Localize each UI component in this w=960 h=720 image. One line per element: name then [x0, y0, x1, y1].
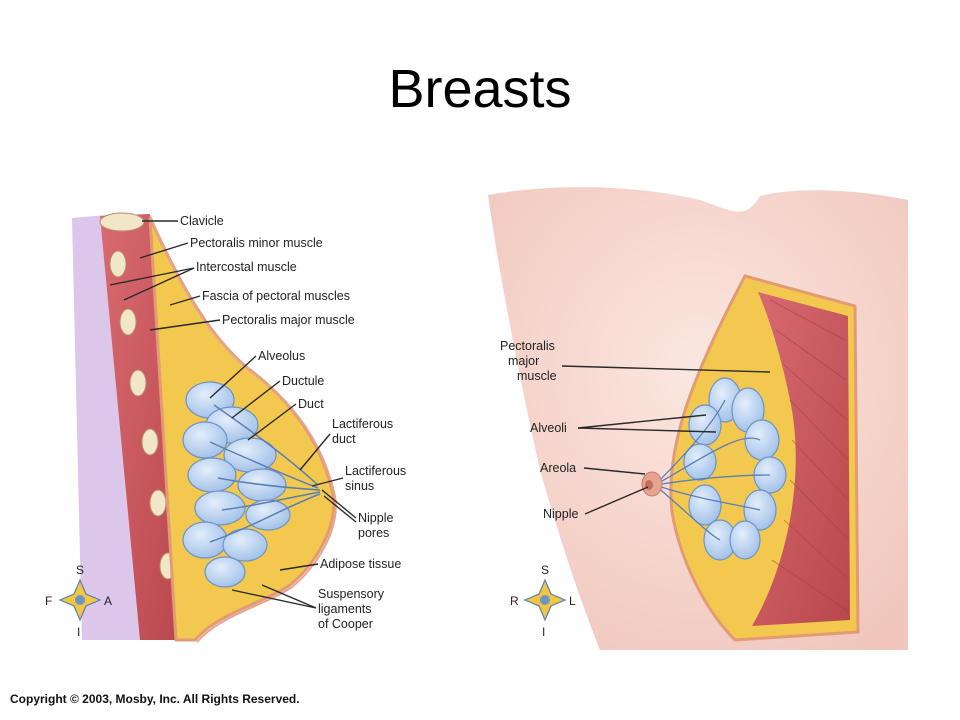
label-adipose: Adipose tissue: [320, 557, 401, 571]
sagittal-section-illustration: [72, 212, 337, 643]
anterior-view-illustration: [488, 187, 908, 651]
anterior-ducts: [654, 399, 771, 541]
sagittal-label-group: Clavicle Pectoralis minor muscle Interco…: [109, 214, 406, 631]
compass-center-icon: [540, 595, 550, 605]
label-alveolus: Alveolus: [258, 349, 305, 363]
compass-left-right: A: [104, 594, 112, 608]
label-pectoralis-major-left: Pectoralis major muscle: [222, 313, 355, 327]
compass-left-left: F: [45, 594, 52, 608]
label-fascia: Fascia of pectoral muscles: [202, 289, 350, 303]
label-pectoralis-major-right-line3: muscle: [517, 369, 557, 383]
clavicle-bone: [99, 212, 145, 232]
muscle-fibers: [769, 299, 850, 613]
label-nipple-pores-line1: Nipple: [358, 511, 393, 525]
label-lactiferous-sinus-line1: Lactiferous: [345, 464, 406, 478]
compass-right-left: R: [510, 594, 519, 608]
skin-outline: [149, 215, 337, 643]
label-intercostal: Intercostal muscle: [196, 260, 297, 274]
label-pectoralis-major-right-line1: Pectoralis: [500, 339, 555, 353]
lactiferous-ducts: [209, 404, 321, 543]
label-lactiferous-sinus-line2: sinus: [345, 479, 374, 493]
pectoralis-major-muscle: [752, 292, 850, 626]
label-suspensory-line3: of Cooper: [318, 617, 373, 631]
label-alveoli: Alveoli: [530, 421, 567, 435]
slide-title: Breasts: [388, 59, 572, 119]
anterior-label-group: Pectoralis major muscle Alveoli Areola N…: [500, 339, 771, 521]
label-nipple: Nipple: [543, 507, 578, 521]
label-areola: Areola: [540, 461, 576, 475]
compass-right: S R L I: [510, 563, 576, 639]
copyright-notice: Copyright © 2003, Mosby, Inc. All Rights…: [10, 692, 300, 706]
label-pectoralis-major-right-line2: major: [508, 354, 539, 368]
label-ductule: Ductule: [282, 374, 324, 388]
compass-right-bottom: I: [542, 625, 545, 639]
compass-left-bottom: I: [77, 625, 80, 639]
label-duct: Duct: [298, 397, 324, 411]
compass-right-top: S: [541, 563, 549, 577]
compass-right-right: L: [569, 594, 576, 608]
compass-center-icon: [75, 595, 85, 605]
label-clavicle: Clavicle: [180, 214, 224, 228]
label-lactiferous-duct-line1: Lactiferous: [332, 417, 393, 431]
label-suspensory-line2: ligaments: [318, 602, 372, 616]
compass-left-top: S: [76, 563, 84, 577]
compass-left: S F A I: [45, 563, 112, 639]
label-lactiferous-duct-line2: duct: [332, 432, 356, 446]
label-suspensory-line1: Suspensory: [318, 587, 385, 601]
label-pectoralis-minor: Pectoralis minor muscle: [190, 236, 323, 250]
label-nipple-pores-line2: pores: [358, 526, 389, 540]
